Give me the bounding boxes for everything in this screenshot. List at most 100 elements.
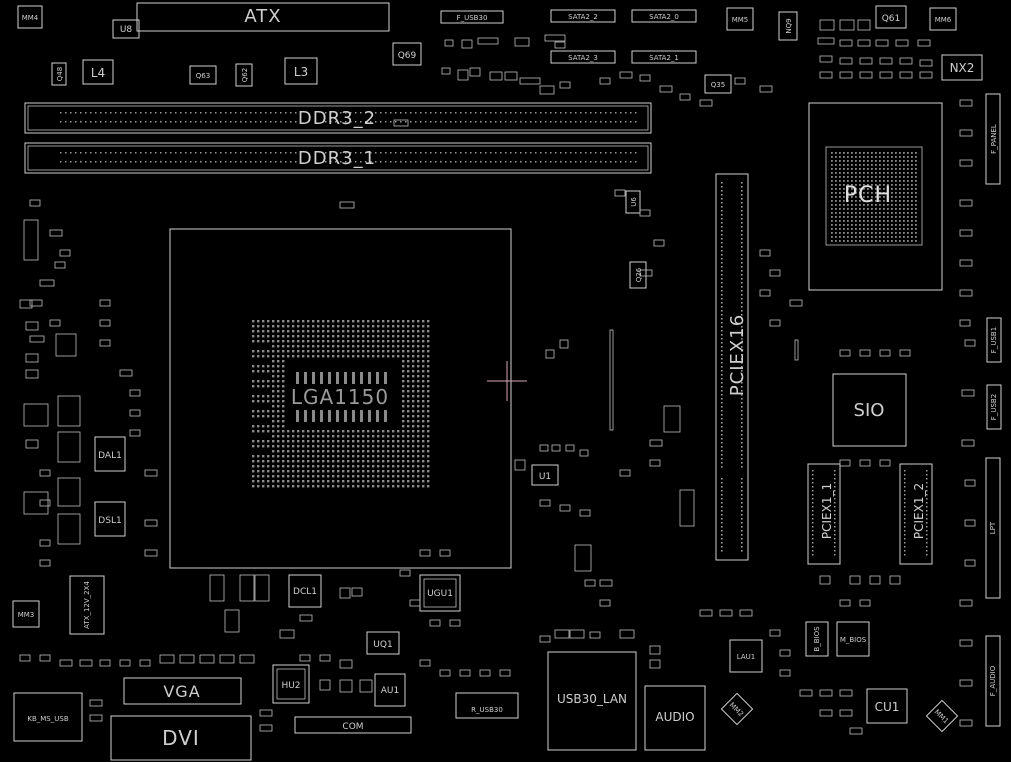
svg-text:U6: U6 [630, 197, 638, 207]
cu1-chip: CU1 [866, 688, 908, 724]
l4-inductor: L4 [82, 59, 114, 85]
dsl1-inductor: DSL1 [94, 501, 126, 537]
nq9-chip: NQ9 [778, 11, 798, 41]
svg-text:M_BIOS: M_BIOS [840, 636, 867, 644]
svg-text:SATA2_3: SATA2_3 [568, 54, 598, 62]
u8-chip: U8 [112, 19, 140, 39]
svg-text:L3: L3 [294, 65, 308, 79]
q61-chip: Q61 [875, 5, 907, 29]
svg-text:SIO: SIO [854, 400, 885, 421]
q26-chip: Q26 [629, 261, 647, 289]
svg-text:PCIEX1_1: PCIEX1_1 [820, 483, 834, 539]
svg-text:F_USB30: F_USB30 [457, 14, 488, 22]
mm6-hole: MM6 [929, 7, 957, 31]
svg-text:U8: U8 [120, 25, 133, 35]
f-audio-header[interactable]: F_AUDIO [985, 635, 1001, 727]
ddr3-2-slot[interactable]: DDR3_2 [24, 102, 652, 134]
svg-text:F_AUDIO: F_AUDIO [989, 665, 997, 696]
svg-text:PCH: PCH [844, 183, 892, 208]
svg-text:MM3: MM3 [18, 611, 35, 619]
svg-text:MM1: MM1 [933, 708, 950, 725]
audio-connector[interactable]: AUDIO [644, 685, 706, 751]
svg-text:ATX_12V_2X4: ATX_12V_2X4 [83, 581, 91, 629]
f-usb30-header[interactable]: F_USB30 [440, 10, 504, 24]
svg-text:LAU1: LAU1 [737, 653, 755, 661]
com-header[interactable]: COM [294, 716, 412, 734]
ugu1-chip: UGU1 [419, 574, 461, 612]
svg-text:R_USB30: R_USB30 [471, 706, 503, 714]
dcl1-inductor: DCL1 [288, 574, 322, 608]
svg-text:COM: COM [342, 722, 363, 732]
f-panel-header[interactable]: F_PANEL [985, 93, 1001, 185]
au1-chip: AU1 [374, 673, 406, 707]
pch-chip: PCH [808, 102, 943, 291]
usb30-lan-connector[interactable]: USB30_LAN [547, 651, 637, 751]
svg-text:USB30_LAN: USB30_LAN [557, 692, 627, 706]
svg-text:SATA2_0: SATA2_0 [649, 13, 679, 21]
sata2-1-port[interactable]: SATA2_1 [631, 50, 697, 64]
lau1-chip: LAU1 [729, 639, 763, 673]
sata2-3-port[interactable]: SATA2_3 [550, 50, 616, 64]
svg-text:Q48: Q48 [56, 67, 64, 81]
atx-12v-connector[interactable]: ATX_12V_2X4 [69, 575, 105, 635]
svg-text:SATA2_1: SATA2_1 [649, 54, 679, 62]
vga-connector[interactable]: VGA [123, 677, 242, 705]
f-usb2-header[interactable]: F_USB2 [986, 384, 1002, 430]
svg-text:U1: U1 [539, 472, 551, 482]
svg-text:Q26: Q26 [635, 267, 643, 282]
pciex16-slot[interactable]: PCIEX16 [715, 173, 749, 561]
q63-chip: Q63 [189, 65, 217, 85]
crosshair-marker [487, 361, 527, 401]
svg-text:AUDIO: AUDIO [655, 710, 694, 724]
mm3-hole: MM3 [12, 600, 40, 628]
kb-ms-usb-connector[interactable]: KB_MS_USB [13, 692, 83, 742]
svg-text:Q62: Q62 [241, 68, 249, 82]
q69-chip: Q69 [392, 42, 422, 66]
pciex1-1-slot[interactable]: PCIEX1_1 [807, 463, 841, 565]
svg-text:DCL1: DCL1 [293, 587, 317, 597]
hu2-chip: HU2 [272, 664, 310, 704]
svg-text:PCIEX1_2: PCIEX1_2 [912, 483, 926, 539]
svg-text:MM5: MM5 [732, 16, 749, 24]
svg-text:Q69: Q69 [398, 51, 417, 61]
svg-text:KB_MS_USB: KB_MS_USB [27, 715, 68, 723]
pciex1-2-slot[interactable]: PCIEX1_2 [899, 463, 933, 565]
svg-text:CU1: CU1 [875, 700, 900, 714]
svg-text:L4: L4 [91, 66, 105, 80]
ddr3-1-slot[interactable]: DDR3_1 [24, 142, 652, 174]
svg-text:F_USB1: F_USB1 [990, 327, 998, 353]
svg-text:F_USB2: F_USB2 [990, 394, 998, 420]
svg-text:F_PANEL: F_PANEL [990, 124, 998, 154]
sata2-0-port[interactable]: SATA2_0 [631, 9, 697, 23]
svg-text:DVI: DVI [162, 726, 200, 750]
q48-chip: Q48 [51, 62, 67, 86]
svg-text:MM2: MM2 [728, 701, 745, 718]
mm2-hole: MM2 [720, 692, 754, 726]
svg-text:NQ9: NQ9 [785, 18, 793, 33]
atx-connector[interactable]: ATX [136, 2, 390, 32]
svg-text:AU1: AU1 [381, 686, 399, 696]
svg-text:Q61: Q61 [882, 14, 901, 24]
m-bios-chip: M_BIOS [836, 621, 870, 657]
f-usb1-header[interactable]: F_USB1 [986, 317, 1002, 363]
svg-text:UGU1: UGU1 [427, 589, 453, 599]
svg-text:UQ1: UQ1 [373, 640, 392, 650]
q62-chip: Q62 [235, 63, 253, 87]
mm5-hole: MM5 [726, 7, 754, 31]
svg-text:HU2: HU2 [281, 681, 300, 691]
dvi-connector[interactable]: DVI [110, 715, 252, 761]
svg-text:Q35: Q35 [711, 81, 725, 89]
r-usb30-header[interactable]: R_USB30 [455, 692, 519, 719]
svg-text:B_BIOS: B_BIOS [813, 626, 821, 652]
lpt-header[interactable]: LPT [985, 457, 1001, 599]
svg-text:LGA1150: LGA1150 [291, 385, 389, 409]
u6-chip: U6 [625, 190, 641, 214]
svg-text:VGA: VGA [163, 682, 200, 701]
svg-text:Q63: Q63 [196, 72, 210, 80]
svg-text:PCIEX16: PCIEX16 [727, 314, 748, 396]
nx2-crystal: NX2 [941, 54, 983, 81]
svg-text:NX2: NX2 [950, 61, 975, 75]
sata2-2-port[interactable]: SATA2_2 [550, 9, 616, 23]
sio-chip: SIO [832, 373, 907, 447]
